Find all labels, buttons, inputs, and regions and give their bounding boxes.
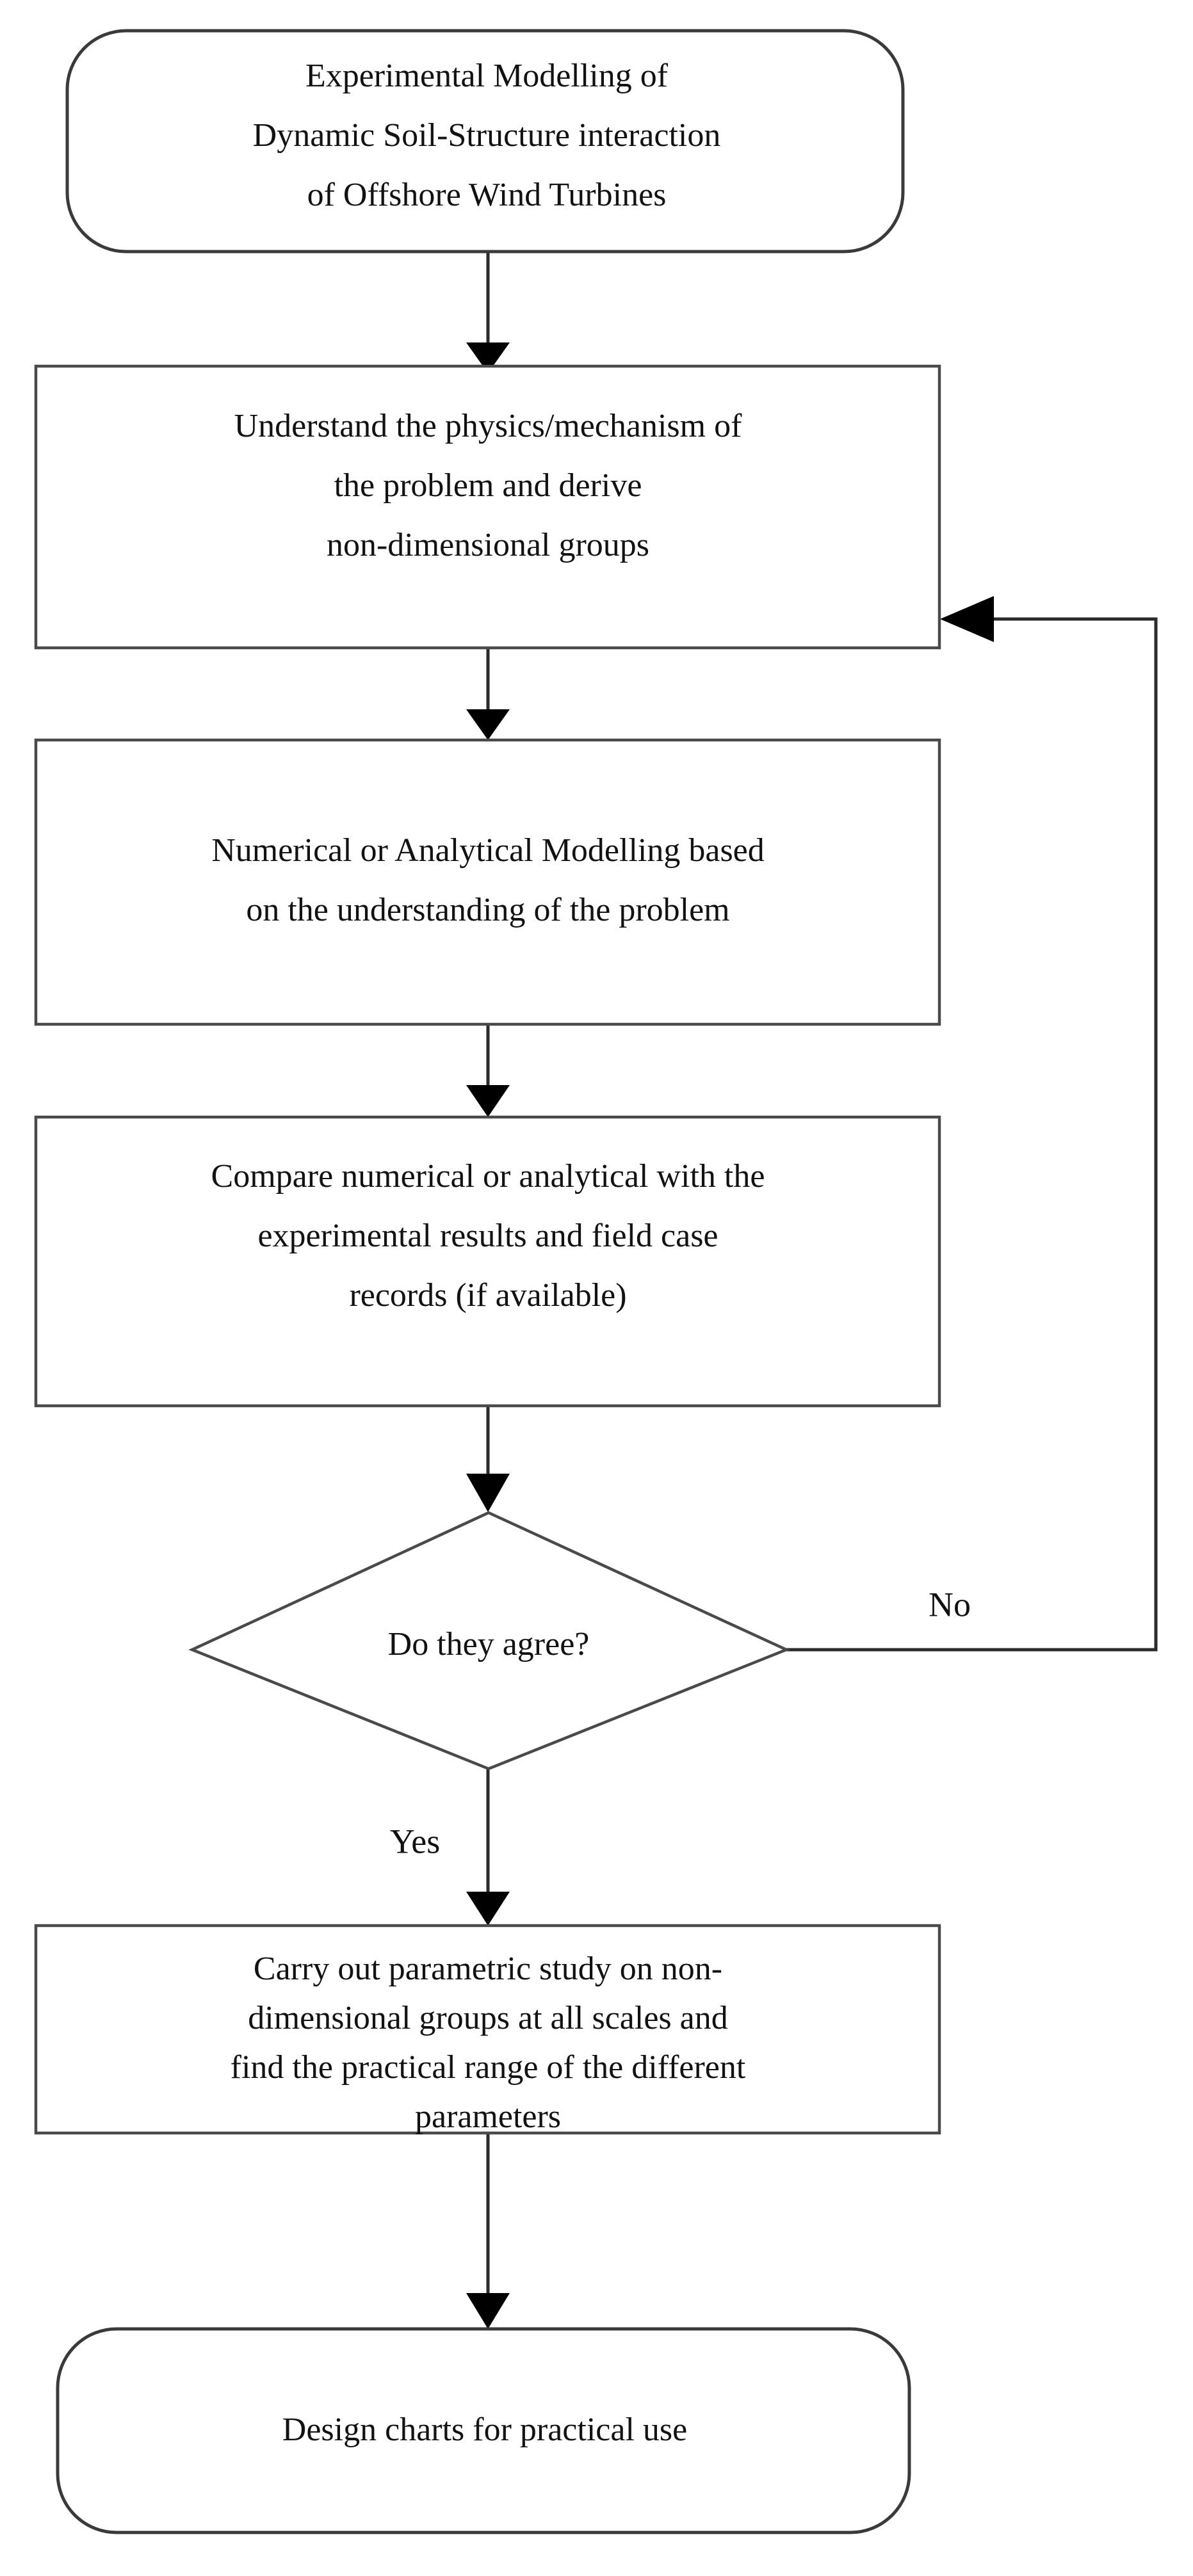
connector-parametric-to-end	[466, 2133, 510, 2329]
node-start-line-2: Dynamic Soil-Structure interaction	[253, 117, 721, 154]
node-start-shape	[65, 29, 905, 254]
connector-start-to-understand	[466, 252, 510, 373]
node-compare[interactable]: Compare numerical or analytical with the…	[34, 1115, 941, 1408]
node-decision[interactable]: Do they agree?	[188, 1511, 790, 1771]
node-parametric-line-2: dimensional groups at all scales and	[248, 2000, 727, 2036]
node-modelling-line-1: Numerical or Analytical Modelling based	[211, 832, 765, 869]
node-understand-shape	[34, 364, 941, 650]
node-decision-label: Do they agree?	[388, 1626, 590, 1662]
node-parametric-shape	[34, 1924, 941, 2135]
node-start-line-3: of Offshore Wind Turbines	[307, 177, 667, 213]
edge-label-no: No	[929, 1585, 971, 1623]
node-parametric[interactable]: Carry out parametric study on non- dimen…	[34, 1924, 941, 2135]
node-parametric-line-1: Carry out parametric study on non-	[254, 1951, 722, 1987]
node-modelling[interactable]: Numerical or Analytical Modelling based …	[34, 738, 941, 1026]
connector-understand-to-modelling	[466, 648, 510, 740]
node-end-label: Design charts for practical use	[282, 2411, 687, 2448]
connector-modelling-to-compare	[466, 1024, 510, 1117]
node-compare-line-2: experimental results and field case	[257, 1218, 718, 1254]
node-start-line-1: Experimental Modelling of	[305, 58, 669, 94]
connector-decision-yes-to-parametric	[466, 1769, 510, 1926]
node-end-shape	[56, 2327, 911, 2534]
node-compare-shape	[34, 1115, 941, 1408]
connector-compare-to-decision	[466, 1406, 510, 1512]
node-understand[interactable]: Understand the physics/mechanism of the …	[34, 364, 941, 650]
node-parametric-line-4: parameters	[415, 2098, 561, 2135]
node-modelling-line-2: on the understanding of the problem	[246, 892, 729, 928]
node-end[interactable]: Design charts for practical use	[56, 2327, 911, 2534]
node-compare-line-3: records (if available)	[349, 1277, 626, 1314]
node-start[interactable]: Experimental Modelling of Dynamic Soil-S…	[65, 29, 905, 254]
node-understand-line-2: the problem and derive	[334, 467, 642, 504]
edge-label-yes: Yes	[390, 1822, 441, 1860]
node-parametric-line-3: find the practical range of the differen…	[231, 2049, 746, 2086]
node-decision-shape	[188, 1511, 790, 1771]
node-modelling-shape	[34, 738, 941, 1026]
node-understand-line-1: Understand the physics/mechanism of	[234, 408, 743, 444]
node-understand-line-3: non-dimensional groups	[327, 527, 649, 563]
node-compare-line-1: Compare numerical or analytical with the	[211, 1158, 765, 1195]
connector-decision-no-loopback	[786, 596, 1158, 1652]
